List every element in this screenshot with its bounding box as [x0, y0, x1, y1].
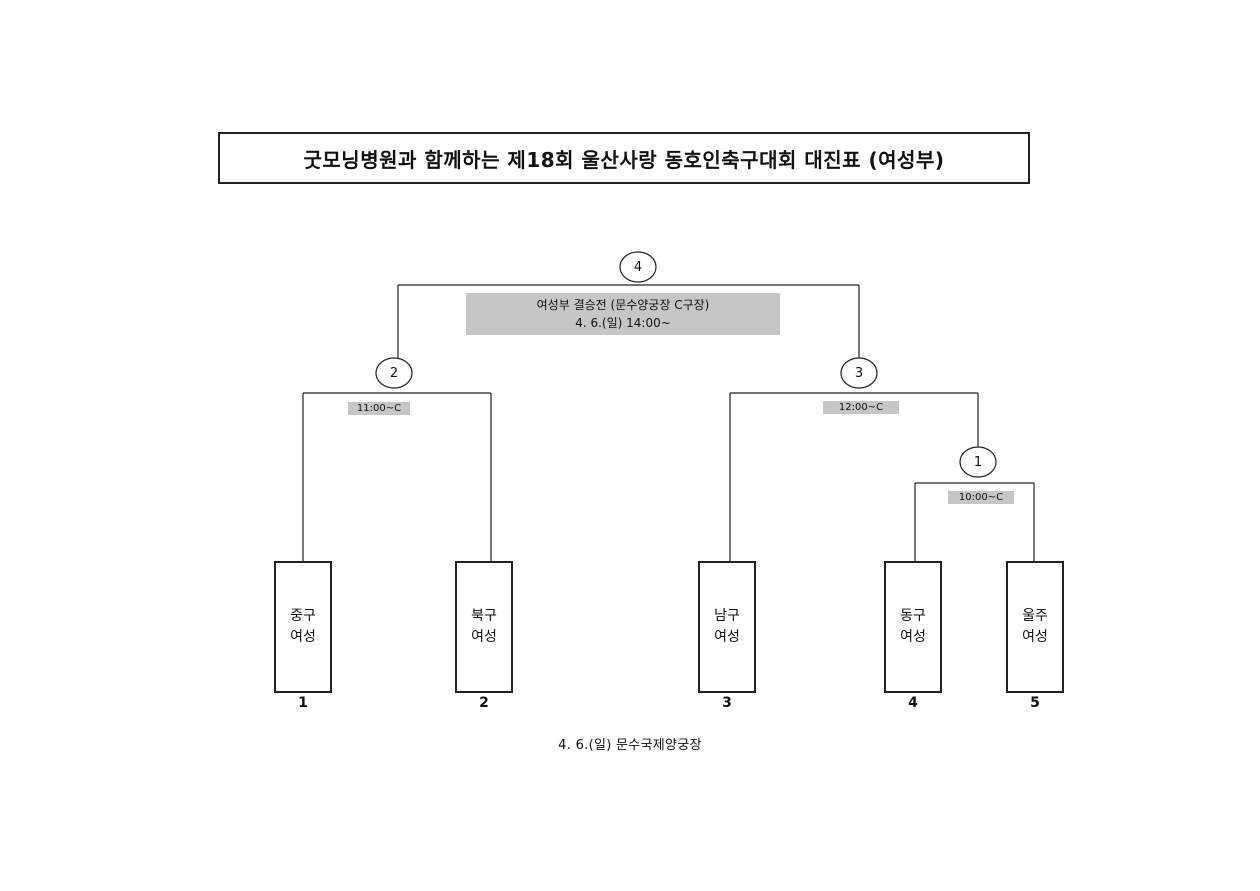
seed-number-5: 5	[1030, 695, 1040, 711]
seed-number-4: 4	[908, 695, 918, 711]
venue-date-note: 4. 6.(일) 문수국제양궁장	[558, 738, 702, 753]
r1-time-tag: 10:00~C	[948, 491, 1014, 504]
r1-match-circle	[959, 446, 997, 478]
team-name: 동구	[900, 608, 926, 624]
team-name: 북구	[471, 608, 497, 624]
seed-number-2: 2	[479, 695, 489, 711]
seed-number-3: 3	[722, 695, 732, 711]
team-name: 울주	[1022, 608, 1048, 624]
team-division: 여성	[900, 629, 926, 645]
r1-match-number: 1	[973, 454, 983, 470]
team-division: 여성	[1022, 629, 1048, 645]
bracket-title: 굿모닝병원과 함께하는 제18회 울산사랑 동호인축구대회 대진표 (여성부)	[218, 132, 1030, 184]
team-division: 여성	[471, 629, 497, 645]
semi2-time-tag: 11:00~C	[348, 402, 410, 415]
semi3-match-circle	[840, 357, 878, 389]
team-division: 여성	[714, 629, 740, 645]
semi3-time-tag: 12:00~C	[823, 401, 899, 414]
team-box-3: 남구 여성	[698, 561, 756, 693]
final-venue-label: 여성부 결승전 (문수양궁장 C구장)	[536, 298, 710, 312]
final-info-box: 여성부 결승전 (문수양궁장 C구장) 4. 6.(일) 14:00~	[466, 293, 780, 335]
team-box-2: 북구 여성	[455, 561, 513, 693]
team-name: 중구	[290, 608, 316, 624]
semi2-match-number: 2	[389, 365, 399, 381]
team-division: 여성	[290, 629, 316, 645]
team-box-4: 동구 여성	[884, 561, 942, 693]
final-match-circle	[619, 251, 657, 283]
semi2-match-circle	[375, 357, 413, 389]
final-datetime-label: 4. 6.(일) 14:00~	[575, 316, 671, 330]
team-box-5: 울주 여성	[1006, 561, 1064, 693]
final-match-number: 4	[633, 259, 643, 275]
semi3-match-number: 3	[854, 365, 864, 381]
seed-number-1: 1	[298, 695, 308, 711]
team-box-1: 중구 여성	[274, 561, 332, 693]
team-name: 남구	[714, 608, 740, 624]
